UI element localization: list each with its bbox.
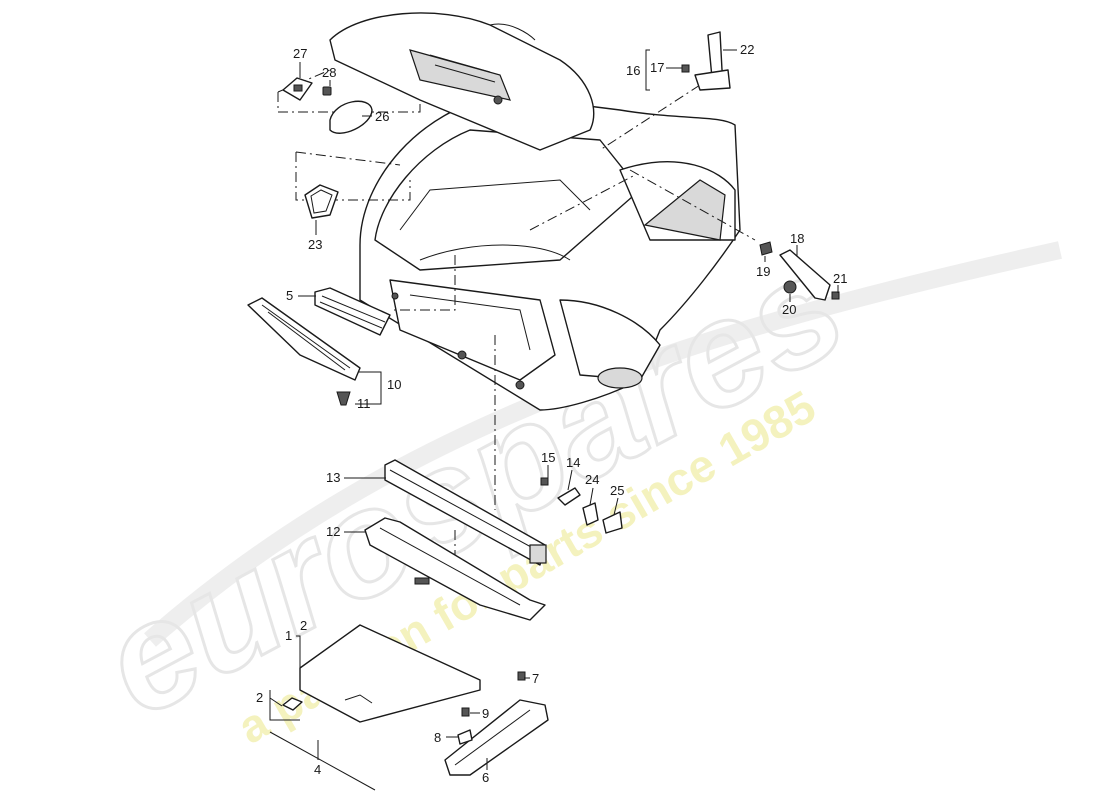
part-18-trim (779, 249, 831, 301)
part-22-bracket (694, 31, 731, 91)
part-21-screw (831, 291, 840, 300)
part-19-clip (759, 241, 773, 256)
callout-27: 27 (293, 46, 307, 61)
part-2-handle (282, 697, 303, 711)
callout-14: 14 (566, 455, 580, 470)
tailgate (329, 12, 595, 151)
callout-8: 8 (434, 730, 441, 745)
callout-1: 1 (285, 628, 292, 643)
callout-18: 18 (790, 231, 804, 246)
part-12-roller-blind (364, 517, 546, 621)
part-20-nut (783, 280, 797, 294)
part-27-cover (282, 77, 313, 101)
callouts: 27 28 26 23 22 16 17 18 19 20 21 5 10 11… (256, 42, 847, 785)
callout-25: 25 (610, 483, 624, 498)
part-26-seal (329, 100, 373, 134)
callout-7: 7 (532, 671, 539, 686)
callout-2-left: 2 (256, 690, 263, 705)
part-4-rod (269, 731, 376, 791)
part-8-clip (457, 729, 473, 745)
part-11-clip (336, 391, 351, 406)
callout-4: 4 (314, 762, 321, 777)
callout-13: 13 (326, 470, 340, 485)
callout-24: 24 (585, 472, 599, 487)
callout-12: 12 (326, 524, 340, 539)
callout-2-top: 2 (300, 618, 307, 633)
part-28-screw (322, 86, 332, 96)
part-17-screw (681, 64, 690, 73)
callout-20: 20 (782, 302, 796, 317)
leader-lines (269, 49, 839, 770)
part-2-floor-panel (299, 624, 481, 723)
part-14-latch (557, 487, 581, 506)
car-body-rear (359, 94, 741, 411)
callout-26: 26 (375, 109, 389, 124)
part-5-grille (314, 287, 391, 336)
callout-17: 17 (650, 60, 664, 75)
callout-23: 23 (308, 237, 322, 252)
callout-10: 10 (387, 377, 401, 392)
callout-11: 11 (357, 396, 371, 411)
part-23-gasket (304, 184, 339, 219)
callout-9: 9 (482, 706, 489, 721)
callout-19: 19 (756, 264, 770, 279)
part-9-screw (461, 707, 470, 717)
part-24-bracket (582, 502, 599, 526)
part-6-rail (444, 699, 549, 776)
part-10-sill-plate (247, 297, 361, 381)
callout-21: 21 (833, 271, 847, 286)
callout-5: 5 (286, 288, 293, 303)
callout-22: 22 (740, 42, 754, 57)
callout-16: 16 (626, 63, 640, 78)
part-15-screw (540, 477, 549, 486)
callout-28: 28 (322, 65, 336, 80)
part-7-screw (517, 671, 526, 681)
callout-15: 15 (541, 450, 555, 465)
callout-6: 6 (482, 770, 489, 785)
